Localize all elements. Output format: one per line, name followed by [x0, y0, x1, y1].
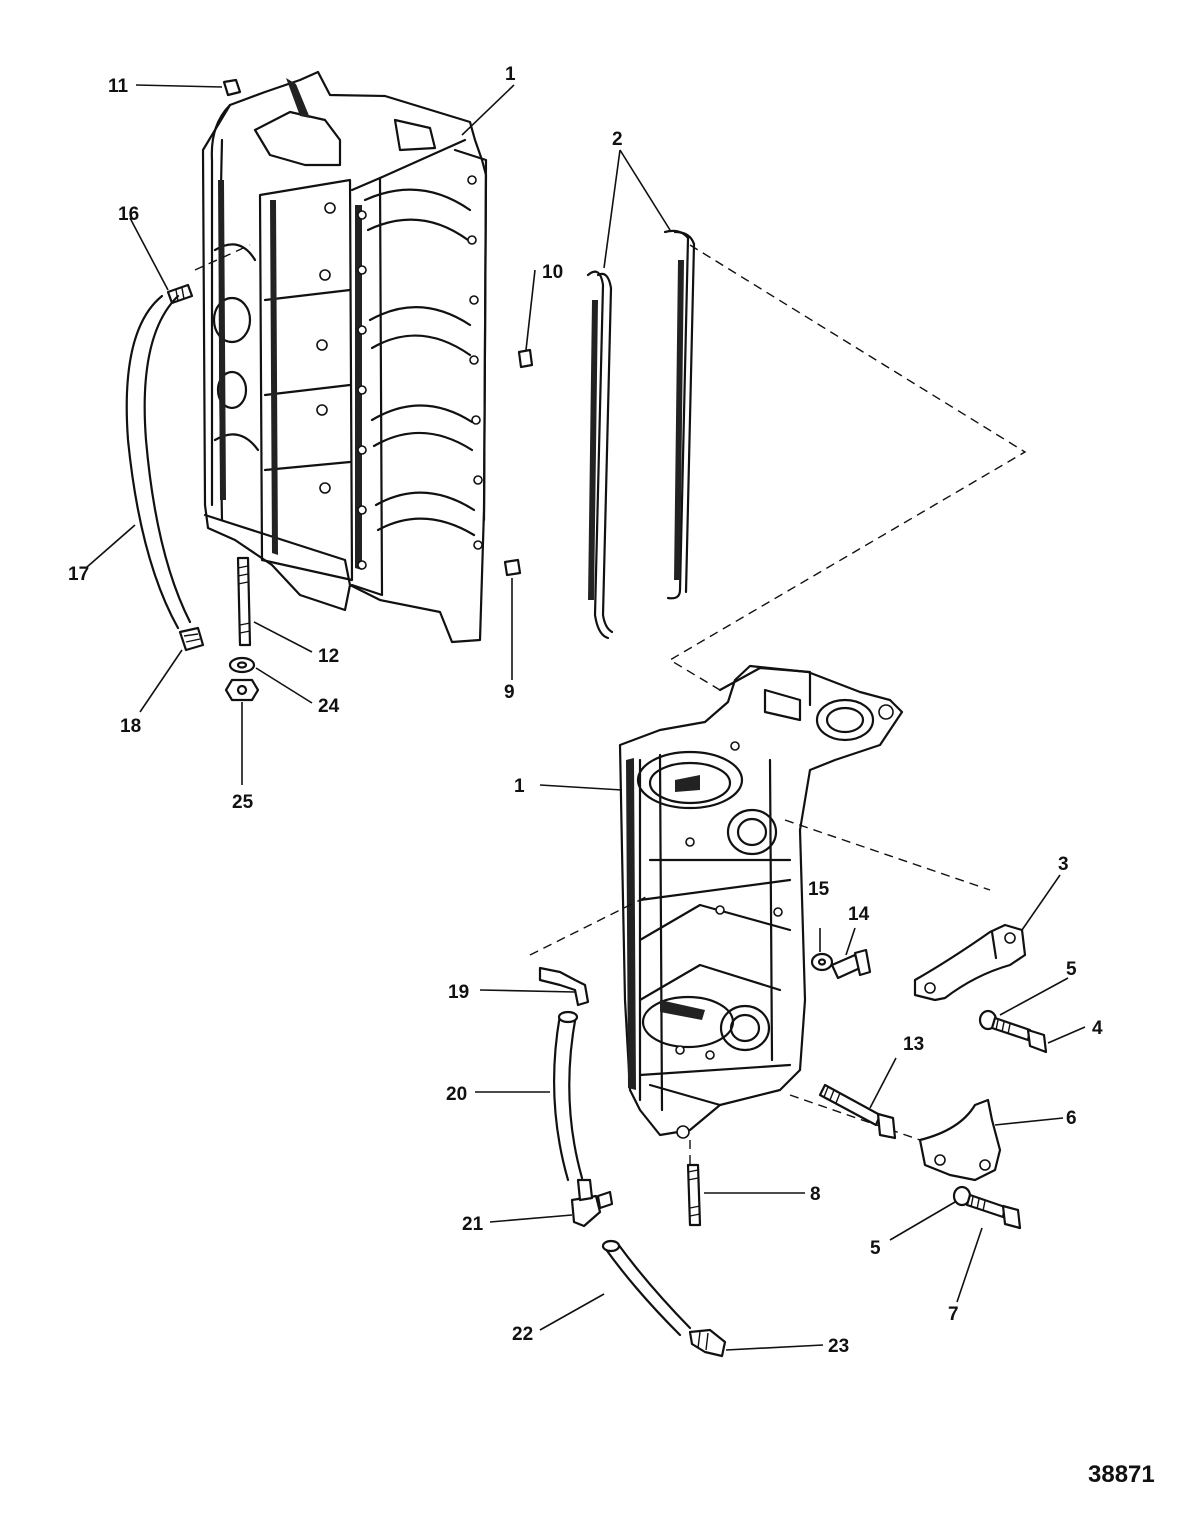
fitting-lower [178, 626, 205, 652]
callout-25: 25 [232, 792, 254, 813]
callout-3: 3 [1058, 854, 1069, 875]
stud-lower [686, 1163, 702, 1227]
callout-24: 24 [318, 696, 340, 717]
stud [236, 556, 252, 647]
elbow-fitting [538, 966, 590, 1007]
callout-22: 22 [512, 1324, 533, 1345]
callout-4: 4 [1092, 1018, 1103, 1039]
screw-short [830, 948, 872, 980]
callout-23: 23 [828, 1336, 849, 1357]
callout-5-upper: 5 [1066, 959, 1077, 980]
hose-long [125, 294, 192, 630]
dowel-pin-upper [517, 348, 534, 369]
cylinder-block [201, 70, 488, 644]
washer-upper [228, 656, 256, 674]
hose-middle [552, 1010, 584, 1182]
bolt-upper [990, 1016, 1048, 1054]
fitting-end [688, 1328, 727, 1358]
callout-6: 6 [1066, 1108, 1077, 1129]
callout-14: 14 [848, 904, 870, 925]
callout-12: 12 [318, 646, 339, 667]
callout-21: 21 [462, 1214, 484, 1235]
dowel-pin-lower [503, 558, 522, 577]
seal-strips [586, 229, 696, 640]
callout-11: 11 [108, 76, 129, 97]
figure-number: 38871 [1088, 1461, 1155, 1488]
callout-5-lower: 5 [870, 1238, 881, 1259]
callout-7: 7 [948, 1304, 959, 1325]
callouts: 1 1 2 3 4 5 5 6 7 8 9 10 11 12 13 14 15 … [68, 64, 1103, 1357]
plug [222, 78, 242, 97]
tee-fitting [570, 1178, 614, 1228]
callout-1-lower: 1 [514, 776, 525, 797]
callout-8: 8 [810, 1184, 821, 1205]
callout-15: 15 [808, 879, 830, 900]
callout-9: 9 [504, 682, 515, 703]
leader-lines [86, 84, 1086, 1351]
clamp-upper [913, 923, 1027, 1002]
fitting-upper [166, 283, 194, 305]
bolt-lower [965, 1193, 1022, 1230]
alignment-lines [194, 244, 1027, 1170]
callout-1-upper: 1 [505, 64, 516, 85]
hose-short [601, 1239, 692, 1337]
callout-18: 18 [120, 716, 141, 737]
nut [224, 678, 260, 702]
washer-small [810, 952, 834, 972]
callout-13: 13 [903, 1034, 924, 1055]
callout-19: 19 [448, 982, 469, 1003]
callout-2: 2 [612, 129, 623, 150]
callout-20: 20 [446, 1084, 467, 1105]
callout-17: 17 [68, 564, 89, 585]
callout-16: 16 [118, 204, 139, 225]
bolt-long [818, 1083, 897, 1140]
callout-10: 10 [542, 262, 563, 283]
crankcase-cover [618, 664, 904, 1139]
clamp-lower [918, 1098, 1002, 1182]
